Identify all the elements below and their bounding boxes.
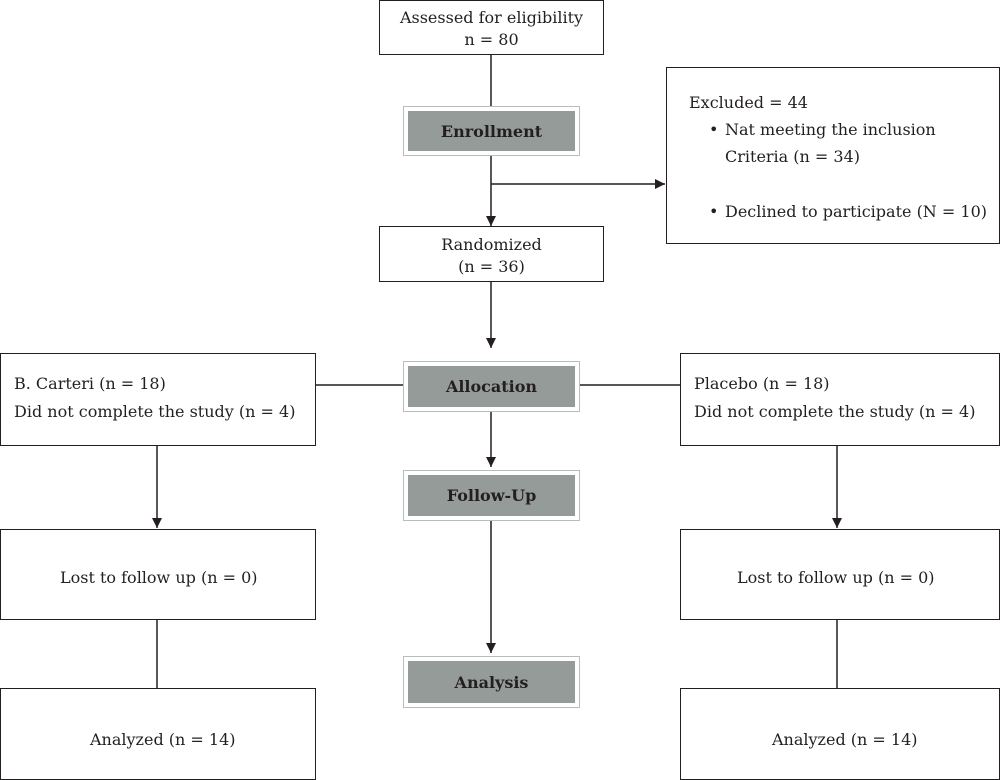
- left-lost-text: Lost to follow up (n = 0): [60, 568, 258, 587]
- right-arm-group: Placebo (n = 18): [694, 374, 830, 393]
- excluded-reason-criteria: • Nat meeting the inclusion: [709, 120, 936, 140]
- left-analyzed-text: Analyzed (n = 14): [90, 730, 236, 749]
- randomized-box: Randomized (n = 36): [379, 226, 604, 282]
- left-analyzed-box: Analyzed (n = 14): [0, 688, 316, 780]
- excluded-reason-criteria-line2: Criteria (n = 34): [725, 147, 861, 166]
- stage-enrollment: Enrollment: [403, 106, 580, 156]
- randomized-title: Randomized: [441, 235, 542, 254]
- right-lost-box: Lost to follow up (n = 0): [680, 529, 1000, 620]
- left-arm-group: B. Carteri (n = 18): [14, 374, 166, 393]
- stage-analysis: Analysis: [403, 656, 580, 708]
- assessed-title: Assessed for eligibility: [399, 8, 584, 27]
- excluded-reason-declined: • Declined to participate (N = 10): [709, 202, 987, 222]
- stage-follow-up: Follow-Up: [403, 470, 580, 521]
- stage-analysis-label: Analysis: [454, 672, 529, 692]
- stage-follow-up-label: Follow-Up: [446, 486, 537, 505]
- right-analyzed-box: Analyzed (n = 14): [680, 688, 1000, 780]
- bullet-icon: •: [709, 202, 719, 221]
- excluded-box: Excluded = 44 • Nat meeting the inclusion…: [666, 67, 1000, 244]
- excluded-title: Excluded = 44: [689, 93, 808, 112]
- left-lost-box: Lost to follow up (n = 0): [0, 529, 316, 620]
- right-lost-text: Lost to follow up (n = 0): [737, 568, 935, 587]
- right-arm-box: Placebo (n = 18) Did not complete the st…: [680, 353, 1000, 446]
- excluded-reason-criteria-line1: Nat meeting the inclusion: [725, 120, 936, 139]
- assessed-count: n = 80: [464, 30, 519, 49]
- stage-allocation-label: Allocation: [445, 377, 538, 396]
- assessed-box: Assessed for eligibility n = 80: [379, 0, 604, 55]
- excluded-reason-declined-text: Declined to participate (N = 10): [725, 202, 987, 221]
- randomized-count: (n = 36): [458, 257, 525, 276]
- left-arm-incomplete: Did not complete the study (n = 4): [14, 402, 296, 421]
- right-arm-incomplete: Did not complete the study (n = 4): [694, 402, 976, 421]
- right-analyzed-text: Analyzed (n = 14): [772, 730, 918, 749]
- bullet-icon: •: [709, 120, 719, 139]
- stage-allocation: Allocation: [403, 361, 580, 412]
- left-arm-box: B. Carteri (n = 18) Did not complete the…: [0, 353, 316, 446]
- stage-enrollment-label: Enrollment: [440, 121, 543, 141]
